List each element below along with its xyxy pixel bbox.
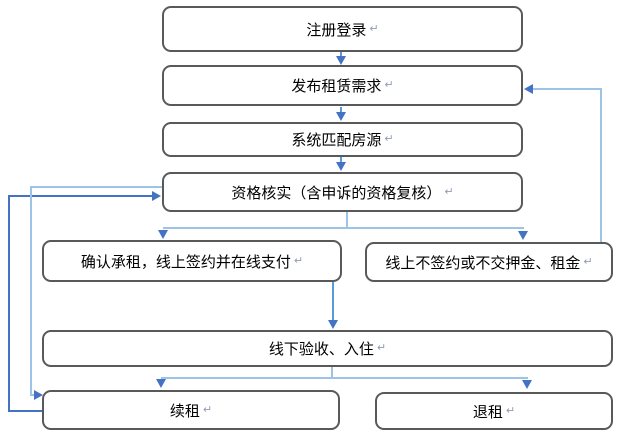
edge-qualification-branch-hline [163,227,524,229]
edge-renew-qualification-top-hline [8,195,153,197]
node-label: 资格核实（含申诉的资格复核） [231,184,442,202]
edge-qualification-renew-bottom-hline [30,394,36,396]
node-label: 注册登录 [306,21,367,39]
node-offline-acceptance-checkin: 线下验收、入住↵ [42,330,613,367]
node-label: 发布租赁需求 [291,78,382,95]
paragraph-mark-icon: ↵ [376,342,387,354]
edge-renew-qualification-bottom-hline [8,410,42,412]
edge-match-qualification-line [340,157,342,164]
node-confirm-rent-sign-pay: 确认承租，线上签约并在线支付↵ [42,240,342,282]
paragraph-mark-icon: ↵ [583,255,593,268]
node-label: 确认承租，线上签约并在线支付 [80,253,291,271]
edge-qualification-nosign-arrowhead [518,231,528,240]
edge-offline-branch-stub [331,367,333,379]
edge-nosign-publish-vline [600,88,602,242]
edge-renew-qualification-vline [8,195,10,412]
node-label: 线下验收、入住 [268,341,374,358]
edge-qualification-confirm-arrowhead [158,230,168,239]
node-label: 续租 [169,402,200,420]
paragraph-mark-icon: ↵ [505,404,516,417]
edge-offline-renew-arrowhead [156,379,166,388]
node-label: 系统匹配房源 [291,132,382,149]
paragraph-mark-icon: ↵ [384,79,394,91]
edge-qualification-branch-stub [346,212,348,228]
edge-nosign-publish-hline [533,88,602,90]
edge-publish-match-arrowhead [336,112,346,121]
node-no-sign-no-pay: 线上不签约或不交押金、租金↵ [365,242,613,282]
paragraph-mark-icon: ↵ [384,133,394,145]
paragraph-mark-icon: ↵ [202,403,213,416]
edge-qualification-renew-top-hline [30,186,162,188]
edge-match-qualification-arrowhead [336,162,346,171]
edge-qualification-renew-arrowhead [34,390,43,400]
edge-register-publish-line [340,52,342,58]
node-label: 退租 [472,403,503,421]
edge-offline-terminate-arrowhead [522,380,532,389]
edge-register-publish-arrowhead [336,56,346,65]
node-qualification-check: 资格核实（含申诉的资格复核）↵ [162,172,523,212]
edge-confirm-offline-line [332,282,334,321]
edge-confirm-offline-arrowhead [328,320,338,329]
edge-publish-match-line [340,107,342,114]
node-label: 线上不签约或不交押金、租金 [385,254,581,272]
edge-renew-qualification-arrowhead [152,191,161,201]
node-renew-lease: 续租↵ [42,390,340,430]
node-publish-demand: 发布租赁需求↵ [162,65,523,106]
node-terminate-lease: 退租↵ [375,392,613,430]
edge-qualification-renew-vline [30,186,32,396]
edge-offline-branch-hline [161,377,528,379]
paragraph-mark-icon: ↵ [369,22,379,35]
node-register-login: 注册登录↵ [162,6,523,52]
paragraph-mark-icon: ↵ [444,185,454,198]
node-system-match: 系统匹配房源↵ [162,122,523,157]
paragraph-mark-icon: ↵ [293,254,304,267]
edge-nosign-publish-arrowhead [524,84,533,94]
